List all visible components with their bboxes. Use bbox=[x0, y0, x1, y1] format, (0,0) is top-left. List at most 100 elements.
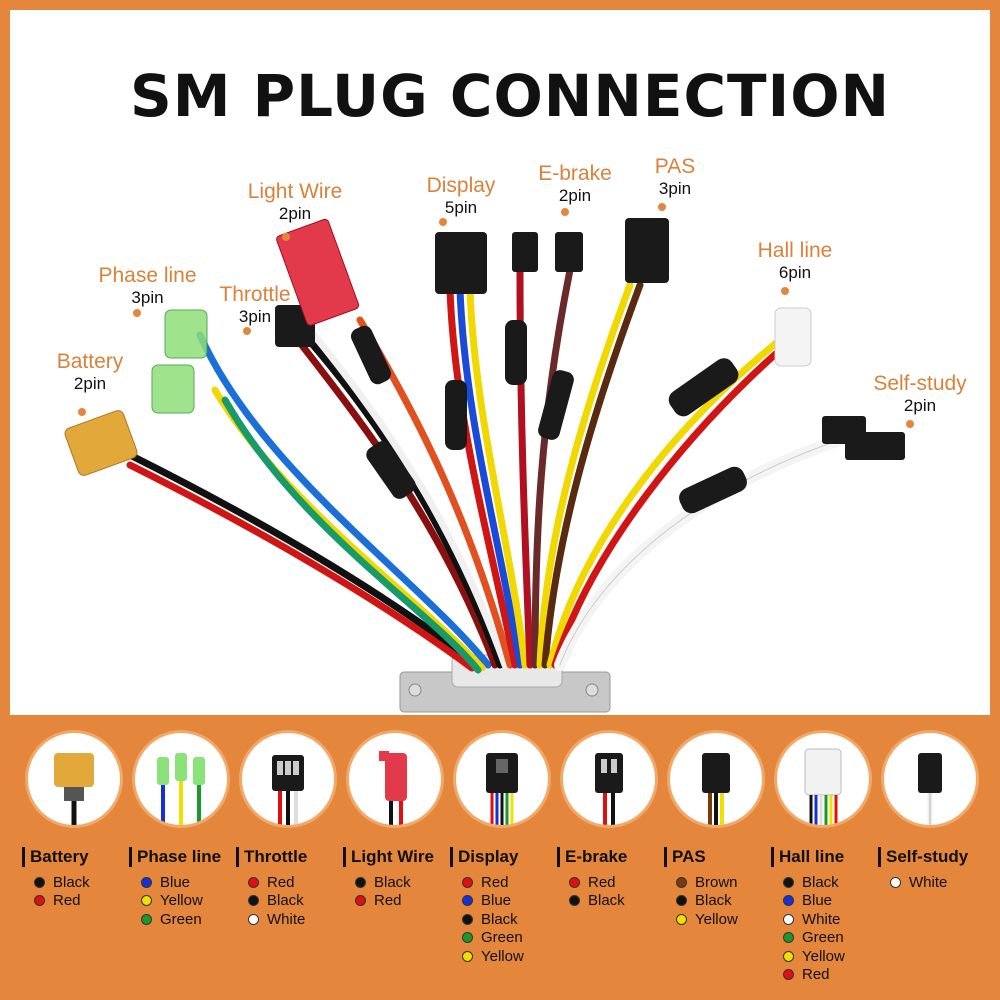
connector-pins: 2pin bbox=[73, 374, 107, 394]
wire-color-dot bbox=[248, 913, 259, 925]
wire-color-dot bbox=[783, 932, 794, 944]
wire-color-dot bbox=[783, 913, 794, 925]
legend-ebrake: E-brake Red Black bbox=[557, 733, 664, 910]
wire-item: Yellow bbox=[676, 910, 771, 929]
wire-color-dot bbox=[462, 932, 473, 944]
legend-battery: Battery Black Red bbox=[22, 733, 129, 910]
wire-color-dot bbox=[34, 876, 45, 888]
connector-name: Hall line bbox=[757, 239, 833, 262]
wire-color-dot bbox=[141, 876, 152, 888]
wire-item: Black bbox=[462, 910, 557, 929]
wire-color-dot bbox=[783, 969, 794, 981]
label-ebrake: E-brake 2pin bbox=[520, 162, 630, 206]
hall-connector bbox=[774, 307, 812, 367]
wire-color-dot bbox=[34, 895, 45, 907]
legend-header: PAS bbox=[664, 847, 771, 867]
self-study-connector-photo bbox=[884, 733, 976, 825]
wire-item: Red bbox=[355, 892, 450, 911]
page-title: SM PLUG CONNECTION bbox=[129, 62, 891, 130]
pas-connector bbox=[625, 218, 669, 283]
wire-color-dot bbox=[355, 876, 366, 888]
wire-item: Blue bbox=[141, 873, 236, 892]
light-wire-connector bbox=[276, 218, 360, 326]
legend-throttle: Throttle Red Black White bbox=[236, 733, 343, 929]
legend-header: Self-study bbox=[878, 847, 985, 867]
legend-header: Throttle bbox=[236, 847, 343, 867]
connector-pins: 3pin bbox=[238, 307, 272, 327]
label-hall-line: Hall line 6pin bbox=[735, 239, 855, 283]
wire-item: Blue bbox=[462, 892, 557, 911]
wire-color-dot bbox=[783, 895, 794, 907]
connector-name: Self-study bbox=[873, 372, 967, 395]
wire-color-dot bbox=[355, 895, 366, 907]
wire-item: Green bbox=[141, 910, 236, 929]
wire-color-dot bbox=[141, 913, 152, 925]
wiring-photo-area: SM PLUG CONNECTION Battery 2pin Phase li… bbox=[10, 10, 990, 715]
legend-hall-line: Hall line Black Blue White Green Yellow … bbox=[771, 733, 878, 984]
wire-item: Black bbox=[34, 873, 129, 892]
phase-connector-1 bbox=[164, 309, 208, 359]
wire-item: Yellow bbox=[462, 947, 557, 966]
legend-panel: Battery Black Red Phase line Blue Yellow… bbox=[0, 715, 1000, 1000]
label-display: Display 5pin bbox=[406, 174, 516, 218]
hall-connector-photo bbox=[777, 733, 869, 825]
label-self-study: Self-study 2pin bbox=[850, 372, 990, 416]
wire-color-dot bbox=[141, 895, 152, 907]
light-wire-connector-photo bbox=[349, 733, 441, 825]
connector-pins: 5pin bbox=[444, 198, 478, 218]
wire-color-dot bbox=[248, 876, 259, 888]
wire-item: Green bbox=[783, 929, 878, 948]
ebrake-connector-photo bbox=[563, 733, 655, 825]
legend-header: E-brake bbox=[557, 847, 664, 867]
battery-connector-photo bbox=[28, 733, 120, 825]
wire-item: Black bbox=[783, 873, 878, 892]
wire-item: Red bbox=[783, 966, 878, 985]
self-study-connector bbox=[845, 432, 905, 460]
phase-connector-photo bbox=[135, 733, 227, 825]
wire-color-dot bbox=[462, 913, 473, 925]
connector-name: Light Wire bbox=[247, 180, 343, 203]
connector-pins: 3pin bbox=[658, 179, 692, 199]
connector-pins: 2pin bbox=[278, 204, 312, 224]
wire-item: Red bbox=[248, 873, 343, 892]
display-connector bbox=[435, 232, 487, 294]
label-throttle: Throttle 3pin bbox=[200, 283, 310, 327]
legend-display: Display Red Blue Black Green Yellow bbox=[450, 733, 557, 966]
wire-item: White bbox=[783, 910, 878, 929]
wire-item: Yellow bbox=[783, 947, 878, 966]
wire-item: Blue bbox=[783, 892, 878, 911]
pas-connector-photo bbox=[670, 733, 762, 825]
wire-color-dot bbox=[783, 950, 794, 962]
wire-color-dot bbox=[462, 876, 473, 888]
wire-item: Red bbox=[569, 873, 664, 892]
wire-item: Red bbox=[462, 873, 557, 892]
legend-self-study: Self-study White bbox=[878, 733, 985, 892]
wire-item: White bbox=[890, 873, 985, 892]
wire-item: Yellow bbox=[141, 892, 236, 911]
wire-color-dot bbox=[676, 895, 687, 907]
wire-item: Black bbox=[569, 892, 664, 911]
wire-item: Black bbox=[676, 892, 771, 911]
connector-pins: 2pin bbox=[903, 396, 937, 416]
wire-color-dot bbox=[569, 876, 580, 888]
label-light-wire: Light Wire 2pin bbox=[230, 180, 360, 224]
wire-color-dot bbox=[462, 895, 473, 907]
connector-pins: 3pin bbox=[131, 288, 164, 308]
wire-color-dot bbox=[569, 895, 580, 907]
legend-header: Light Wire bbox=[343, 847, 450, 867]
display-connector-photo bbox=[456, 733, 548, 825]
throttle-connector-photo bbox=[242, 733, 334, 825]
wire-item: Brown bbox=[676, 873, 771, 892]
connector-name: PAS bbox=[654, 155, 696, 178]
ebrake-connector bbox=[555, 232, 583, 272]
wire-color-dot bbox=[462, 950, 473, 962]
connector-pins: 2pin bbox=[558, 186, 592, 206]
legend-header: Battery bbox=[22, 847, 129, 867]
wire-color-dot bbox=[890, 876, 901, 888]
wire-item: Black bbox=[355, 873, 450, 892]
legend-header: Hall line bbox=[771, 847, 878, 867]
label-phase-line: Phase line 3pin bbox=[75, 264, 220, 308]
connector-name: Display bbox=[426, 174, 496, 197]
connector-name: Phase line bbox=[98, 264, 197, 287]
wire-item: Red bbox=[34, 892, 129, 911]
